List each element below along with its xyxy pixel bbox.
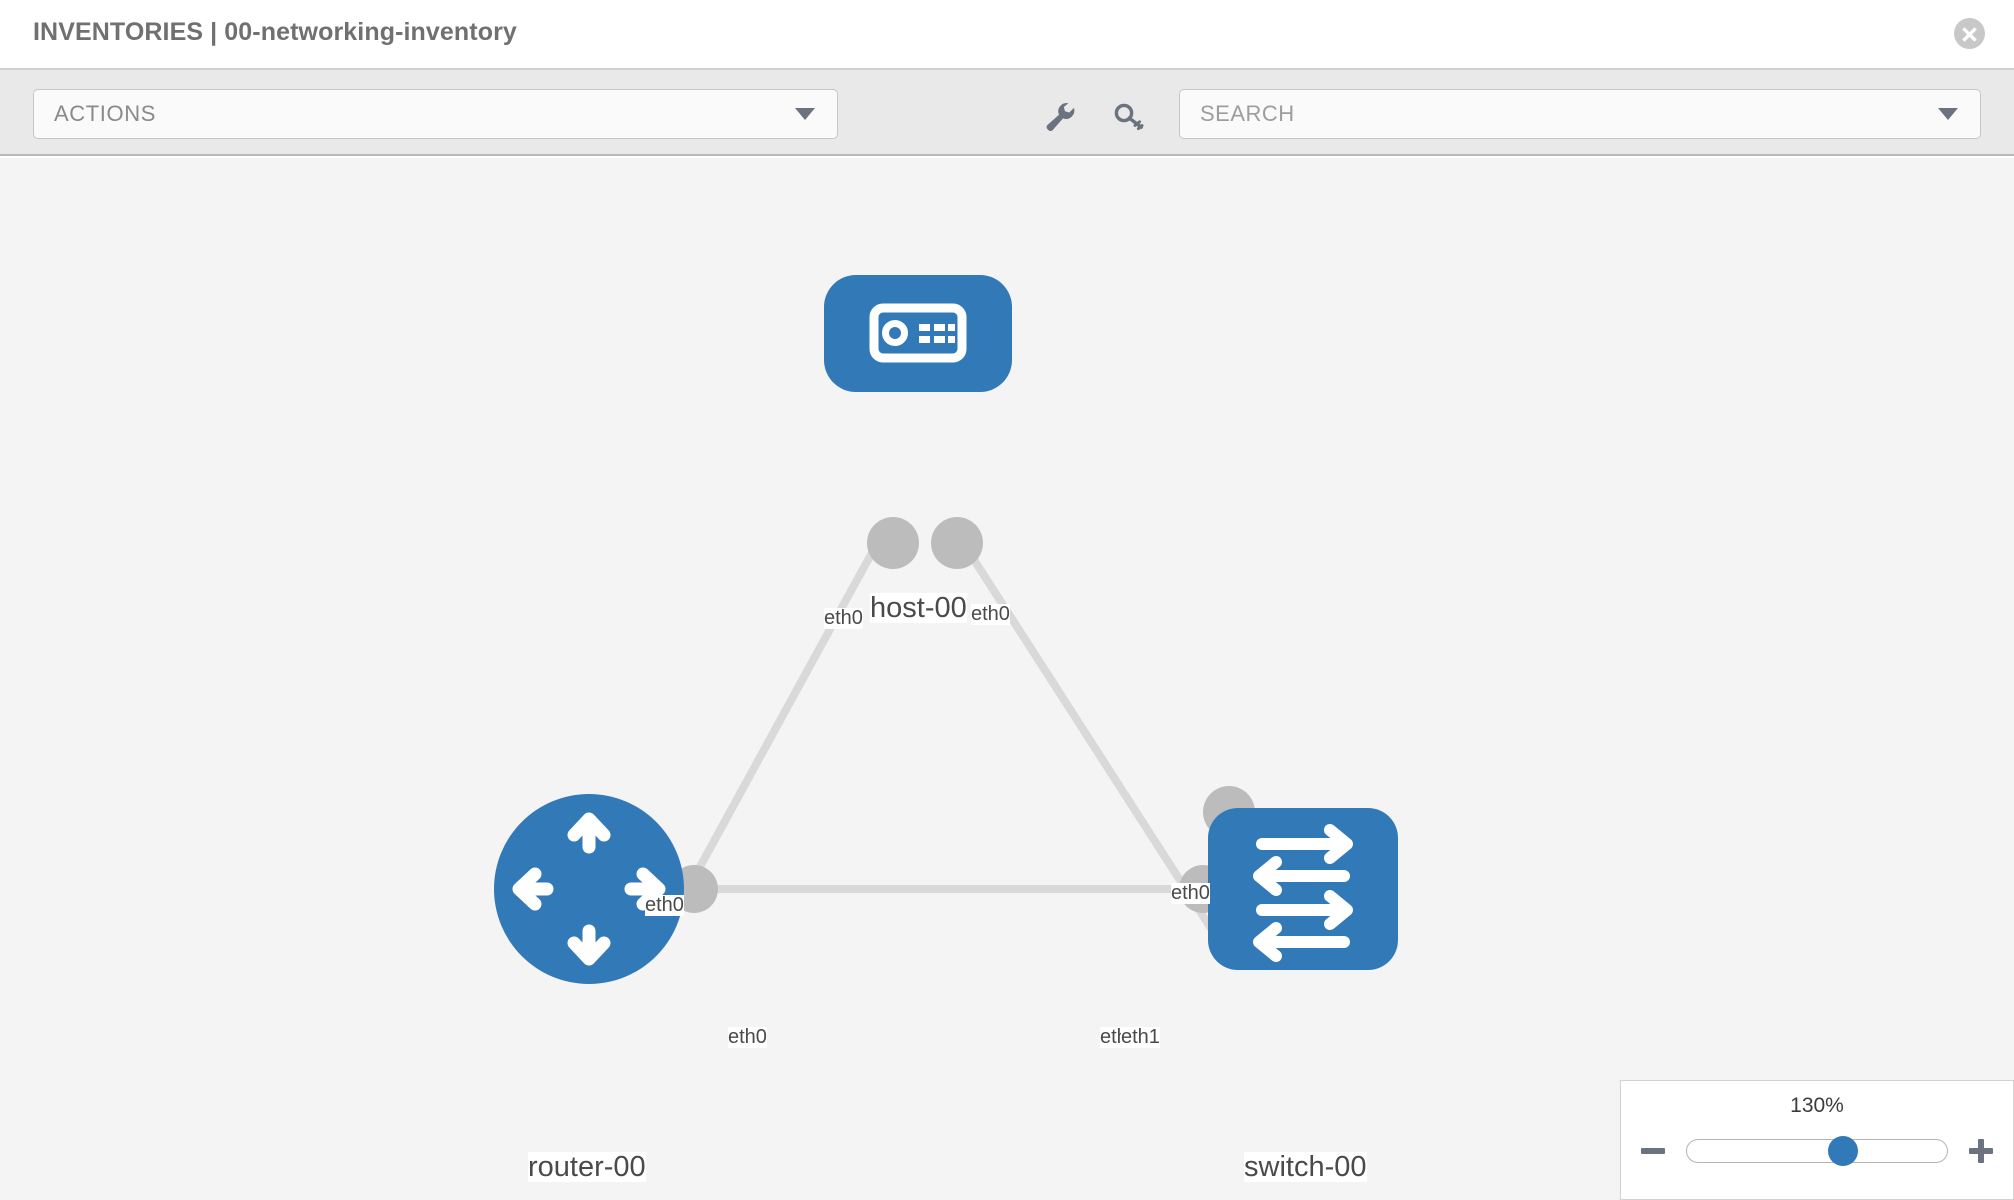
close-icon[interactable] [1954,18,1985,49]
node-label-host-00: host-00 [870,592,967,624]
node-label-switch-00: switch-00 [1244,1151,1367,1183]
plus-icon[interactable] [1966,1136,1996,1166]
minus-icon[interactable] [1638,1136,1668,1166]
chevron-down-icon [1938,108,1958,120]
interface-label: eth1 [1121,1026,1160,1048]
interface-label: eth0 [645,894,684,916]
page-header: INVENTORIES | 00-networking-inventory [0,0,2014,68]
topology-node-switch-00 [1208,808,1398,970]
topology-canvas[interactable]: host-00 router-00 switch-00 eth0 eth0 et… [0,158,2014,1200]
router-arrows-icon [512,812,666,966]
switch-arrows-icon [1253,824,1353,962]
chevron-down-icon [795,108,815,120]
search-placeholder: SEARCH [1200,101,1295,126]
zoom-slider-thumb[interactable] [1828,1136,1858,1166]
interface-label: eth0 [1171,882,1210,904]
server-device-icon [869,303,967,363]
search-input[interactable]: SEARCH [1179,89,1981,139]
connector-nub [931,517,983,569]
actions-dropdown[interactable]: ACTIONS [33,89,838,139]
interface-label: eth0 [971,603,1010,625]
node-label-router-00: router-00 [528,1151,646,1183]
zoom-control-panel: 130% [1620,1080,2014,1200]
interface-label: eth0 [728,1026,767,1048]
topology-node-host-00 [824,275,1012,392]
wrench-icon[interactable] [1043,100,1077,132]
actions-dropdown-label: ACTIONS [54,101,156,126]
router-node-shape [494,794,684,984]
host-node-shape [824,275,1012,392]
zoom-level-value: 130% [1790,1094,1844,1117]
interface-label: eth0 [824,607,863,629]
toolbar: ACTIONS SEARCH [0,68,2014,156]
zoom-slider[interactable] [1686,1136,1948,1166]
topology-node-router-00 [494,794,684,984]
key-icon[interactable] [1112,100,1146,132]
page-title: INVENTORIES | 00-networking-inventory [33,18,517,46]
connector-nub [867,517,919,569]
topology-graph [494,275,1398,984]
